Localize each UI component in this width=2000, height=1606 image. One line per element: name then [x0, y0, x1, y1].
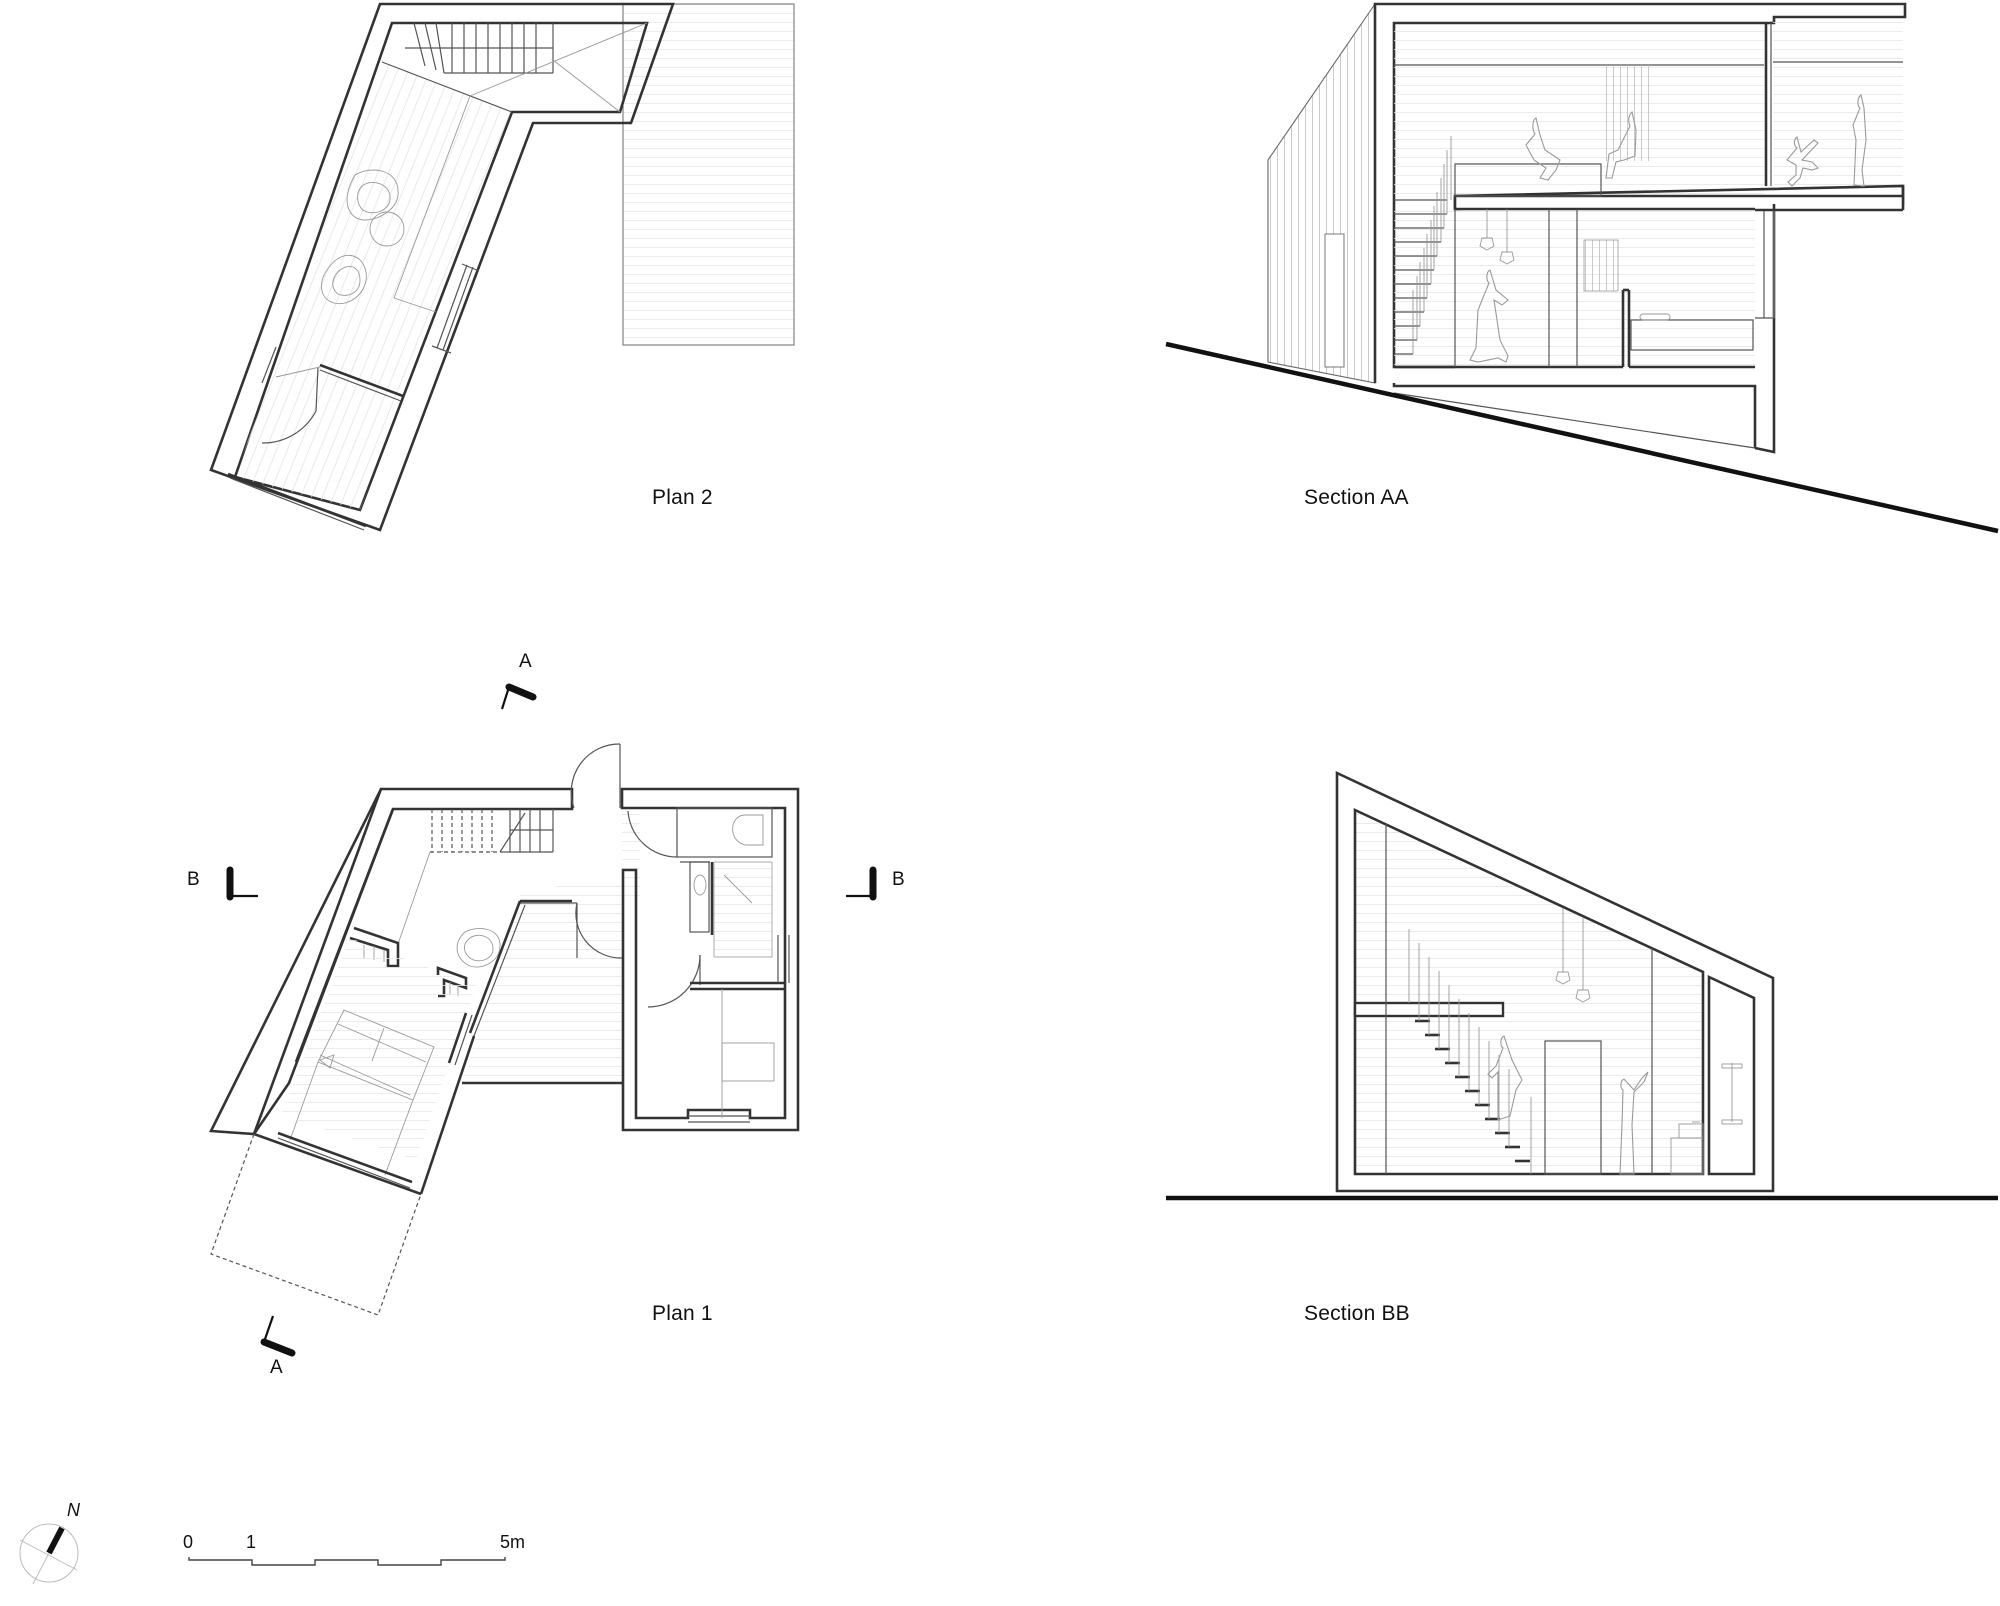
scale-tick-5m: 5m	[500, 1532, 526, 1552]
section-bb-drawing	[1166, 770, 1998, 1201]
section-aa-lower-room	[1394, 209, 1755, 367]
plan-1-right-block-outer	[620, 787, 800, 1132]
scale-tick-1: 1	[246, 1532, 257, 1552]
section-aa-upper-room-right	[1773, 17, 1903, 186]
section-aa-people	[1469, 94, 1867, 363]
section-aa-drawing	[1165, 2, 1999, 534]
plan-2-floor	[235, 62, 512, 510]
section-aa-pendant-lamps	[1479, 209, 1515, 265]
plan-2-furniture	[321, 169, 405, 305]
section-bb-door	[1544, 1040, 1602, 1175]
section-marker-a-top	[500, 683, 537, 710]
section-aa-elevation-face	[1267, 2, 1376, 384]
roof-terrace	[622, 3, 795, 346]
plan-2-balcony-edge	[227, 472, 367, 531]
section-aa-ground-line	[1165, 341, 1999, 534]
section-aa-seat-block	[1454, 163, 1602, 197]
plan-2-window	[431, 263, 480, 354]
section-bb-shower	[1721, 1063, 1743, 1125]
scale-tick-0: 0	[183, 1532, 194, 1552]
section-marker-b-left	[226, 866, 258, 901]
section-marker-b-left-label: B	[187, 869, 200, 890]
plan-1-drawing	[208, 683, 877, 1357]
section-marker-a-top-label: A	[519, 651, 532, 672]
section-marker-b-right	[846, 866, 877, 901]
plan-2-title: Plan 2	[652, 486, 713, 509]
plan-1-stair	[397, 809, 554, 945]
plan-1-bedroom	[281, 938, 476, 1176]
plan-1-east-window	[777, 935, 790, 983]
section-aa-elevation-window	[1324, 233, 1345, 368]
section-aa-stair	[1394, 136, 1452, 355]
section-aa-radiator	[1583, 239, 1619, 292]
north-arrow-icon	[19, 1523, 79, 1585]
plan-1-doors	[519, 743, 701, 1008]
plan-1-hall-floor	[393, 808, 640, 1083]
section-bb-title: Section BB	[1304, 1302, 1410, 1325]
plan-2-stair	[381, 22, 554, 113]
plan-2-outer-wall	[209, 2, 675, 532]
section-bb-side-room	[1707, 974, 1756, 1176]
plan-1-bedroom-right	[690, 981, 785, 1118]
north-label: N	[67, 1500, 80, 1520]
section-marker-a-bottom	[260, 1315, 296, 1357]
section-bb-stair	[1408, 929, 1532, 1174]
scale-bar	[188, 1557, 506, 1566]
section-aa-bed	[1630, 319, 1754, 351]
section-aa-upper-room	[1394, 23, 1764, 196]
plan-1-bathroom	[627, 807, 773, 958]
section-aa-title: Section AA	[1304, 486, 1409, 509]
section-bb-pendant-lamps	[1555, 908, 1591, 1003]
section-bb-people	[1487, 1035, 1649, 1175]
plan-1-terrace-outline	[210, 1133, 422, 1316]
section-marker-b-right-label: B	[892, 869, 905, 890]
section-aa-curtain	[1601, 65, 1650, 161]
plan-1-bedroom-window	[277, 1012, 473, 1189]
plan-2-void-lines	[393, 22, 648, 313]
plan-2-door	[261, 346, 404, 444]
plan-2-drawing	[209, 2, 795, 532]
section-bb-vanity	[1670, 1121, 1704, 1175]
section-marker-a-bottom-label: A	[270, 1357, 283, 1378]
section-bb-outer-shell	[1335, 770, 1775, 1193]
plan-1-title: Plan 1	[652, 1302, 713, 1325]
plan-1-living	[456, 899, 572, 1037]
